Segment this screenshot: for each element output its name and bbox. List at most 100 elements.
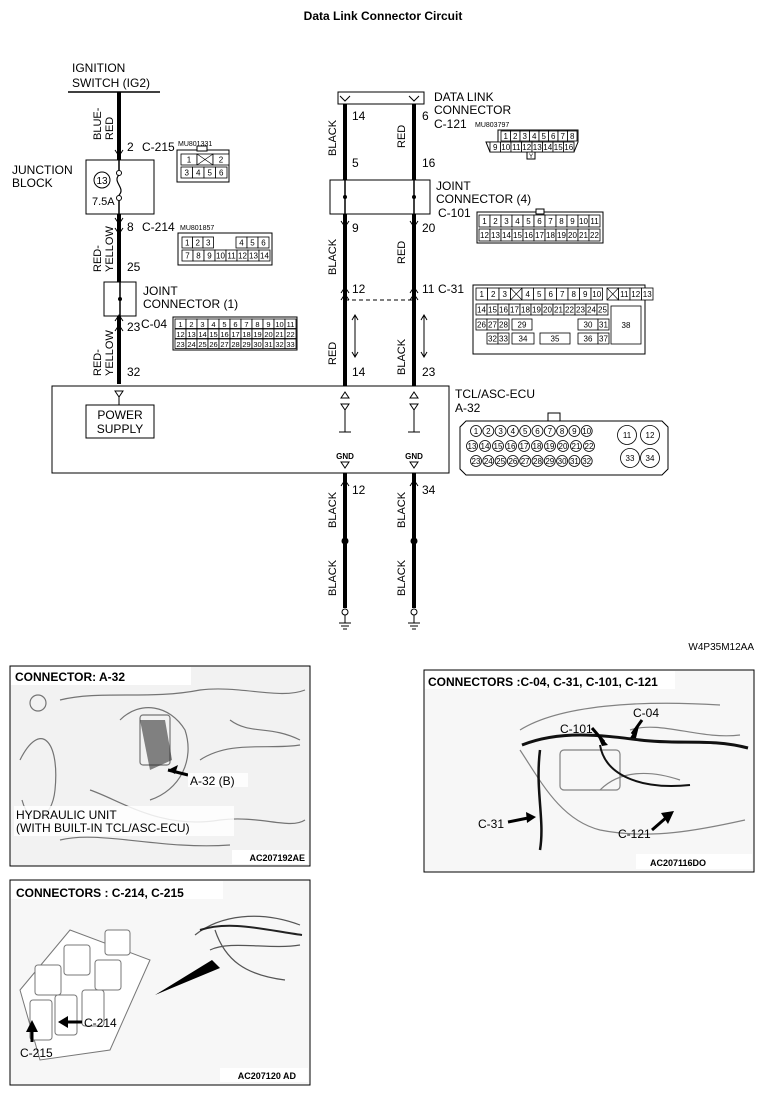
c31-pin-cell: 12 bbox=[631, 290, 640, 299]
wire-color-red-2: RED bbox=[396, 241, 408, 264]
ground-icon bbox=[339, 608, 420, 630]
fuse-rating: 7.5A bbox=[92, 196, 115, 208]
a32-pin-cell: 21 bbox=[572, 442, 581, 451]
a32-pin-cell: 24 bbox=[484, 457, 493, 466]
gnd-label-2: GND bbox=[405, 452, 423, 461]
c31-pin-cell: 32 bbox=[488, 335, 497, 344]
a32-pin-cell: 32 bbox=[582, 457, 591, 466]
c04-pin-cell: 23 bbox=[176, 340, 184, 349]
c214-photo-label-c214: C-214 bbox=[84, 1016, 117, 1030]
c101-pin-cell: 22 bbox=[590, 231, 599, 240]
a32-photo-title: CONNECTOR: A-32 bbox=[15, 670, 125, 684]
a32-pin-cell: 12 bbox=[646, 431, 655, 440]
fuse-number: 13 bbox=[96, 176, 108, 187]
c101-pin-cell: 13 bbox=[491, 231, 500, 240]
c31-pin-cell: 5 bbox=[537, 290, 542, 299]
gnd-label-1: GND bbox=[336, 452, 354, 461]
c121-pin-cell: 9 bbox=[493, 143, 498, 152]
c31-pin-cell: 9 bbox=[583, 290, 588, 299]
c04-pin-cell: 30 bbox=[253, 340, 261, 349]
svg-text:BLACK: BLACK bbox=[327, 119, 339, 156]
svg-text:YELLOW: YELLOW bbox=[104, 226, 116, 272]
c04-pin-cell: 4 bbox=[211, 320, 215, 329]
c101-pin-cell: 9 bbox=[570, 217, 575, 226]
c04-pin-cell: 6 bbox=[233, 320, 237, 329]
a32-pin-cell: 18 bbox=[533, 442, 542, 451]
a32-pin-cell: 28 bbox=[533, 457, 542, 466]
dlc-pin-14: 14 bbox=[352, 109, 366, 123]
c31-pin-cell: 22 bbox=[565, 306, 574, 315]
c04-pin-cell: 27 bbox=[220, 340, 228, 349]
svg-text:BLACK: BLACK bbox=[396, 338, 408, 375]
c101-pin-cell: 3 bbox=[504, 217, 509, 226]
c04-pin-cell: 5 bbox=[222, 320, 226, 329]
c214-pin-cell: 14 bbox=[260, 252, 269, 261]
c04-pin-cell: 25 bbox=[198, 340, 206, 349]
c101-pin-cell: 10 bbox=[579, 217, 588, 226]
jc4-pin-5: 5 bbox=[352, 156, 359, 170]
wire-color-blue-red: BLUE- RED bbox=[92, 107, 116, 140]
c31-pin-cell: 19 bbox=[532, 306, 541, 315]
svg-text:RED: RED bbox=[396, 241, 408, 264]
c214-pin-cell: 4 bbox=[239, 239, 244, 248]
c101-pin-cell: 1 bbox=[482, 217, 487, 226]
dlc-label-2: CONNECTOR bbox=[434, 103, 511, 117]
a32-callout: A-32 (B) bbox=[190, 774, 235, 788]
dlc-pin-6: 6 bbox=[422, 109, 429, 123]
c04-pin-cell: 14 bbox=[198, 330, 206, 339]
c31-pin-cell: 11 bbox=[620, 290, 629, 299]
c215-pin-cell: 4 bbox=[196, 169, 201, 178]
a32-pin-cell: 16 bbox=[507, 442, 516, 451]
c101-pin-cell: 2 bbox=[493, 217, 498, 226]
c121-pin-cell: 6 bbox=[551, 132, 556, 141]
c214-photo-title: CONNECTORS : C-214, C-215 bbox=[16, 886, 184, 900]
c31-pin-cell: 13 bbox=[643, 290, 652, 299]
c214-pin-cell: 8 bbox=[196, 252, 201, 261]
c121-id: C-121 bbox=[434, 117, 467, 131]
wire-color-red-1: RED bbox=[396, 125, 408, 148]
c214-photo-code: AC207120 AD bbox=[238, 1071, 297, 1081]
jc1-pin-in: 25 bbox=[127, 260, 141, 274]
c04-pin-cell: 2 bbox=[189, 320, 193, 329]
c101-pin-cell: 12 bbox=[480, 231, 489, 240]
c121-pin-cell: 3 bbox=[523, 132, 528, 141]
a32-pin-cell: 17 bbox=[520, 442, 529, 451]
c121-pin-cell: 13 bbox=[533, 143, 542, 152]
c215-pin-cell: 2 bbox=[219, 156, 224, 165]
a32-pin-cell: 8 bbox=[560, 427, 565, 436]
a32-pin-cell: 7 bbox=[548, 427, 553, 436]
c214-pin-cell: 1 bbox=[185, 239, 190, 248]
c31-id: C-31 bbox=[438, 282, 464, 296]
c04-pin-cell: 1 bbox=[178, 320, 182, 329]
a32-pin-cell: 30 bbox=[558, 457, 567, 466]
c215-pin-cell: 1 bbox=[187, 156, 192, 165]
c31-pin-cell: 2 bbox=[491, 290, 496, 299]
gnd-pin-12: 12 bbox=[352, 483, 366, 497]
a32-pin-cell: 19 bbox=[546, 442, 555, 451]
c214-part: MU801857 bbox=[180, 225, 214, 232]
c04-photo-label-c04: C-04 bbox=[633, 706, 659, 720]
c31-pin-cell: 1 bbox=[480, 290, 485, 299]
a32-pin-cell: 27 bbox=[521, 457, 530, 466]
c101-pin-cell: 4 bbox=[515, 217, 520, 226]
power-supply-label-2: SUPPLY bbox=[97, 422, 143, 436]
a32-pin-cell: 20 bbox=[559, 442, 568, 451]
a32-pin-cell: 3 bbox=[498, 427, 503, 436]
a32-pin-cell: 14 bbox=[481, 442, 490, 451]
c04-pin-cell: 18 bbox=[242, 330, 250, 339]
wire-color-red-3: RED bbox=[327, 342, 339, 365]
c04-pin-cell: 21 bbox=[275, 330, 283, 339]
a32-desc-2: (WITH BUILT-IN TCL/ASC-ECU) bbox=[16, 821, 190, 835]
c31-pin-cell: 20 bbox=[543, 306, 552, 315]
jc4-pin-16: 16 bbox=[422, 156, 436, 170]
a32-desc-1: HYDRAULIC UNIT bbox=[16, 808, 117, 822]
c215-part: MU801331 bbox=[178, 141, 212, 148]
junction-block-label-2: BLOCK bbox=[12, 176, 53, 190]
c121-pin-cell: 5 bbox=[542, 132, 547, 141]
a32-pin-cell: 31 bbox=[570, 457, 579, 466]
c101-pin-cell: 6 bbox=[537, 217, 542, 226]
